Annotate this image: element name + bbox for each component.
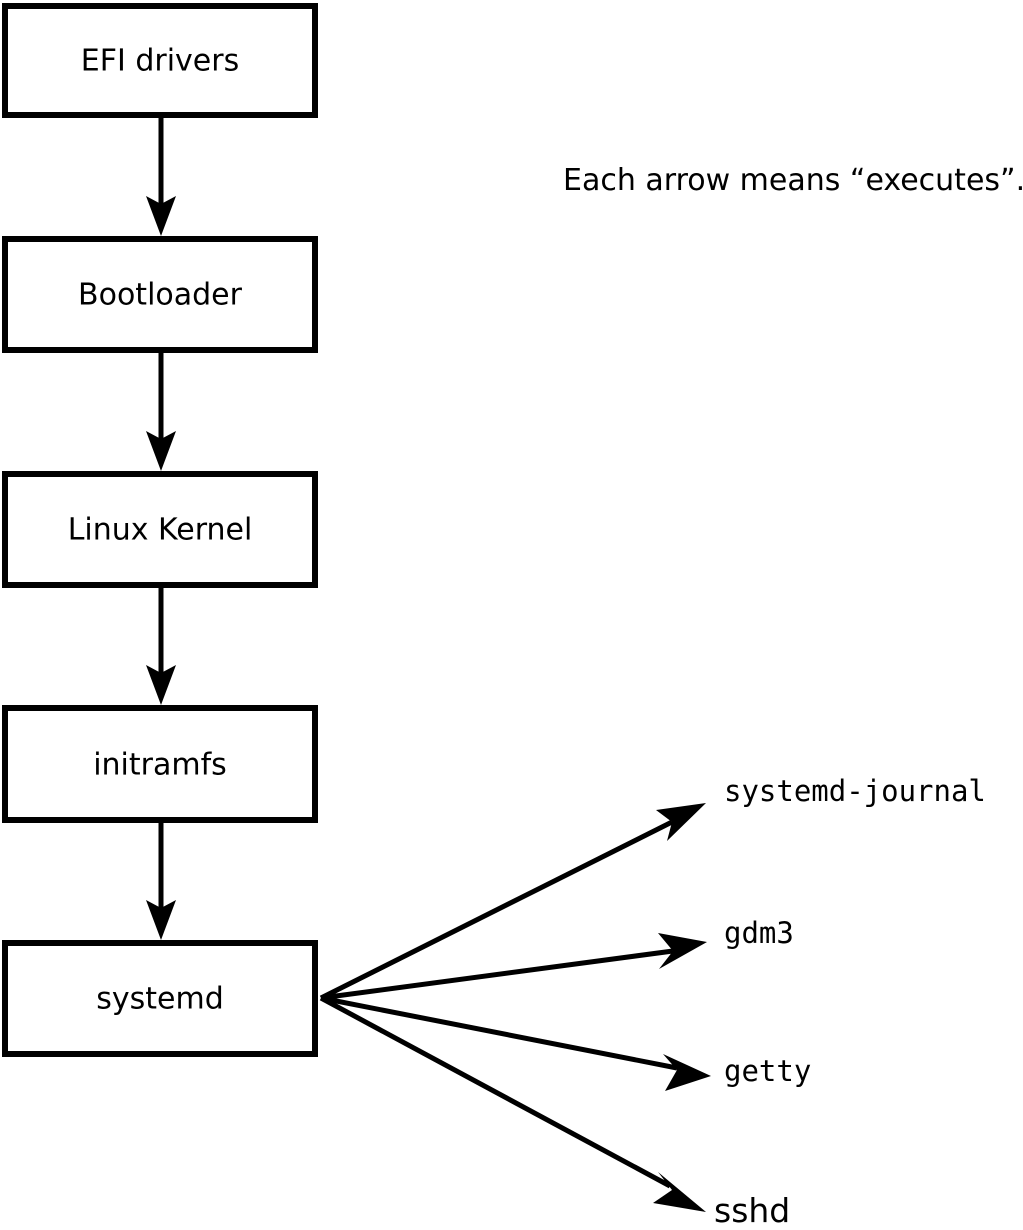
box-rect-efi-drivers: [2, 3, 318, 118]
box-rect-bootloader: [2, 236, 318, 353]
box-label-linux-kernel: Linux Kernel: [68, 513, 253, 548]
arrow-head-systemd-to-systemd-journal: [656, 803, 706, 841]
box-efi-drivers[interactable]: EFI drivers: [2, 3, 318, 118]
box-label-systemd: systemd: [96, 982, 224, 1017]
arrow-head-systemd-to-sshd: [653, 1172, 706, 1212]
diagram-caption: Each arrow means “executes”.: [563, 163, 1023, 198]
arrow-head-kernel-to-initramfs: [146, 665, 176, 705]
arrow-head-efi-to-bootloader: [146, 196, 176, 236]
arrow-head-initramfs-to-systemd: [146, 900, 176, 940]
box-label-initramfs: initramfs: [93, 748, 227, 783]
arrow-kernel-to-initramfs: [146, 588, 176, 705]
arrow-head-bootloader-to-kernel: [146, 431, 176, 471]
service-label-sshd: sshd: [714, 1191, 790, 1230]
service-label-systemd-journal: systemd-journal: [724, 774, 986, 808]
box-label-efi-drivers: EFI drivers: [81, 44, 239, 79]
box-systemd[interactable]: systemd: [2, 940, 318, 1057]
arrow-systemd-to-sshd: [319, 995, 706, 1212]
arrow-efi-to-bootloader: [146, 118, 176, 236]
arrow-shaft-systemd-to-getty: [320, 995, 678, 1071]
arrow-head-systemd-to-gdm3: [658, 933, 707, 969]
box-linux-kernel[interactable]: Linux Kernel: [2, 471, 318, 588]
arrow-shaft-systemd-to-systemd-journal: [319, 819, 674, 1001]
box-initramfs[interactable]: initramfs: [2, 705, 318, 823]
box-bootloader[interactable]: Bootloader: [2, 236, 318, 353]
arrow-systemd-to-getty: [320, 995, 711, 1091]
arrow-shaft-systemd-to-gdm3: [320, 948, 674, 1001]
box-rect-linux-kernel: [2, 471, 318, 588]
arrow-shaft-systemd-to-sshd: [319, 995, 672, 1189]
arrow-systemd-to-systemd-journal: [319, 803, 706, 1001]
service-label-getty: getty: [724, 1054, 811, 1088]
arrow-head-systemd-to-getty: [663, 1054, 711, 1091]
box-rect-systemd: [2, 940, 318, 1057]
service-label-gdm3: gdm3: [724, 916, 794, 950]
arrow-initramfs-to-systemd: [146, 823, 176, 940]
box-label-bootloader: Bootloader: [78, 278, 243, 313]
arrow-systemd-to-gdm3: [320, 933, 707, 1001]
box-rect-initramfs: [2, 705, 318, 823]
arrow-bootloader-to-kernel: [146, 353, 176, 471]
